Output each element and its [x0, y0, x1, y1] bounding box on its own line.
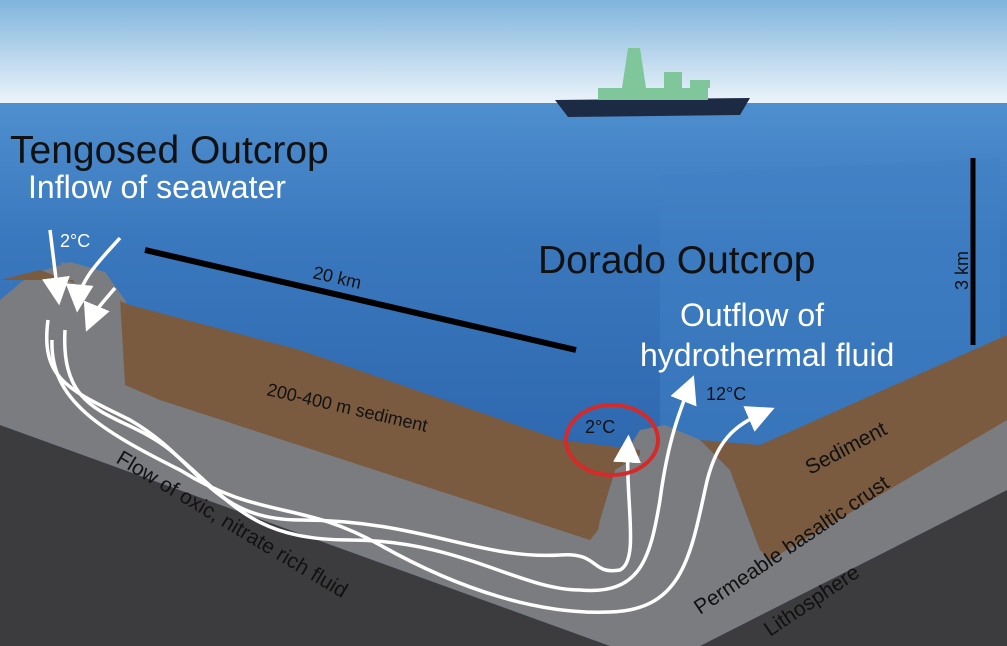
flow-paths [41, 229, 775, 614]
subtitle-left: Inflow of seawater [28, 169, 286, 205]
ship-icon [555, 48, 750, 117]
temp-circled: 2°C [585, 417, 615, 437]
temp-inflow: 2°C [60, 231, 90, 251]
sediment-left [0, 270, 640, 540]
highlight-circle [564, 403, 660, 477]
sediment-right [700, 335, 1007, 560]
title-right: Dorado Outcrop [538, 239, 815, 282]
temp-outflow: 12°C [706, 384, 746, 404]
subtitle-right-line1: Outflow of [680, 297, 824, 333]
lithosphere-layer [0, 425, 1007, 646]
sky [0, 0, 1007, 105]
scale-bar-horizontal [144, 247, 577, 353]
scale-vertical-label: 3 km [952, 251, 972, 290]
title-left: Tengosed Outcrop [10, 129, 329, 172]
subtitle-right-line2: hydrothermal fluid [640, 337, 894, 373]
crust-layer [0, 262, 1007, 646]
